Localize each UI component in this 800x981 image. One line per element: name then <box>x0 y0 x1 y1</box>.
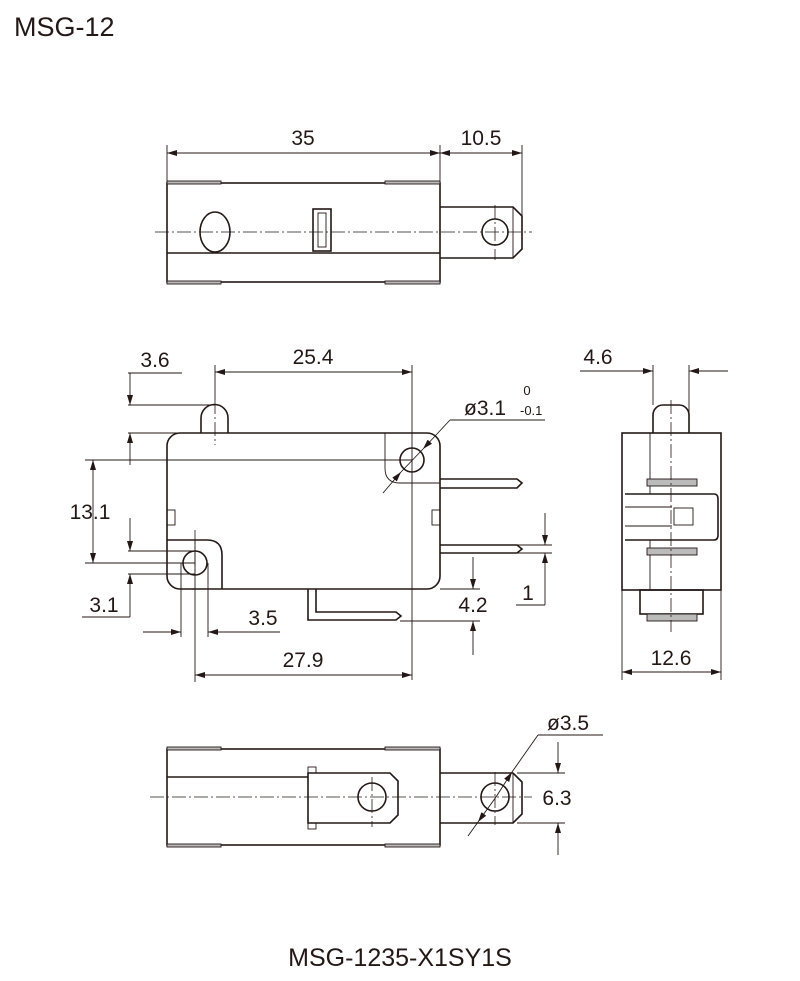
dim-lower-hole-offset: 3.1 <box>89 594 118 617</box>
tol-lower: -0.1 <box>520 403 542 418</box>
dim-terminal-width: 6.3 <box>542 787 571 810</box>
dim-hole-spacing: 25.4 <box>293 346 334 369</box>
bottom-view: 6.3 ø3.5 <box>150 712 603 855</box>
dim-terminal-drop: 4.2 <box>458 594 487 617</box>
dim-terminal-hole: ø3.5 <box>547 712 589 735</box>
dim-height: 13.1 <box>70 501 111 524</box>
model-number: MSG-1235-X1SY1S <box>288 944 512 972</box>
dim-terminal-length: 10.5 <box>461 127 502 150</box>
dim-length: 35 <box>291 127 314 150</box>
title: MSG-12 <box>14 12 115 42</box>
end-view: 4.6 12.6 <box>580 346 728 680</box>
dim-lower-hole-x: 3.5 <box>248 607 277 630</box>
tol-upper: 0 <box>523 383 530 398</box>
dim-pin-offset: 3.6 <box>140 349 169 372</box>
dim-overall-span: 27.9 <box>283 649 324 672</box>
dim-terminal-thickness: 1 <box>522 582 534 605</box>
dim-plunger-width: 4.6 <box>583 346 612 369</box>
dim-hole-diameter: ø3.1 <box>464 397 506 420</box>
dim-width: 12.6 <box>651 647 692 670</box>
top-view: 35 10.5 <box>155 127 532 285</box>
side-view: 25.4 3.6 13.1 3.1 3.5 27.9 4.2 1 ø3.1 0 … <box>70 346 552 682</box>
